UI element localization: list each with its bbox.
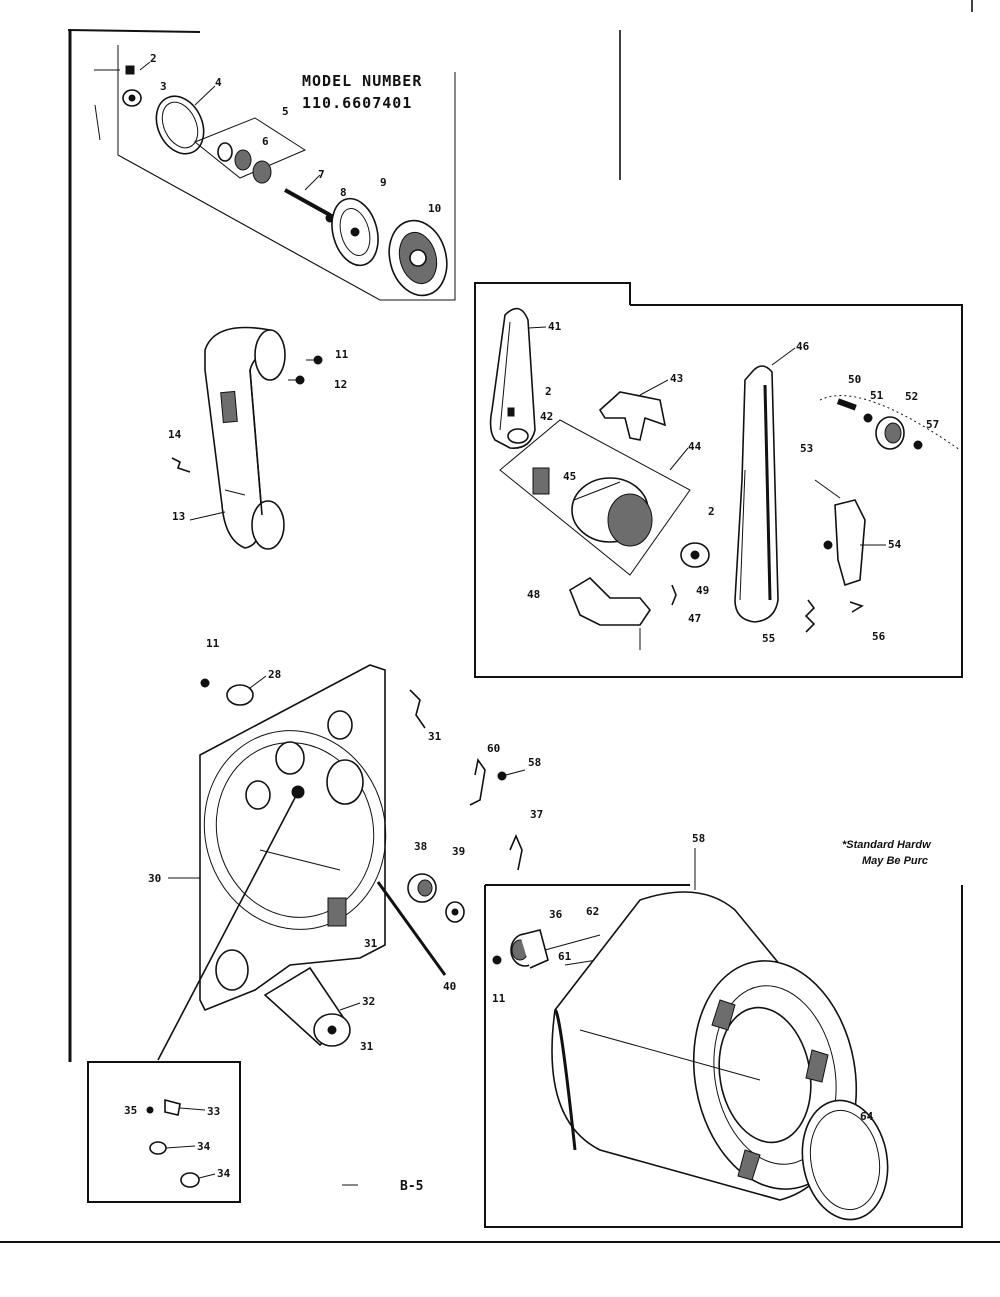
callout-14: 14 <box>168 428 182 441</box>
model-number-value: 110.6607401 <box>302 94 412 112</box>
callout-52: 52 <box>905 390 918 403</box>
duct-callouts: 11 12 14 13 <box>168 348 349 523</box>
callout-44: 44 <box>688 440 702 453</box>
callout-2: 2 <box>545 385 552 398</box>
callout-48: 48 <box>527 588 540 601</box>
callout-46: 46 <box>796 340 810 353</box>
detail-inset <box>87 1061 241 1203</box>
note-line-2: May Be Purc <box>862 855 928 867</box>
callout-30: 30 <box>148 872 161 885</box>
callout-62: 62 <box>586 905 599 918</box>
callout-60: 60 <box>487 742 500 755</box>
callout-13: 13 <box>172 510 185 523</box>
detail-callouts: 33 34 34 35 <box>124 1104 231 1180</box>
callout-36: 36 <box>549 908 563 921</box>
drum <box>551 891 889 1221</box>
callout-5: 5 <box>282 105 289 118</box>
bearing-callouts: 60 58 37 38 39 36 62 61 11 <box>414 742 599 1005</box>
callout-42: 42 <box>540 410 553 423</box>
blower-assembly <box>94 45 456 301</box>
callout-11: 11 <box>206 637 220 650</box>
rear-bulkhead <box>157 664 447 1061</box>
callout-34b: 34 <box>217 1167 231 1180</box>
callout-31b: 31 <box>364 937 378 950</box>
callout-58b: 58 <box>692 832 705 845</box>
callout-58: 58 <box>528 756 541 769</box>
drum-callouts: 58 64 <box>692 832 874 1123</box>
motor-callouts: 41 2 42 43 44 45 46 47 48 49 2 50 51 52 … <box>527 320 939 645</box>
callout-39: 39 <box>452 845 465 858</box>
callout-43: 43 <box>670 372 683 385</box>
motor-inset-frame <box>474 282 963 678</box>
callout-35: 35 <box>124 1104 137 1117</box>
callout-12: 12 <box>334 378 347 391</box>
motor-assembly <box>489 307 961 650</box>
drum-inset-frame <box>484 884 963 1228</box>
callout-45: 45 <box>563 470 576 483</box>
callout-31c: 31 <box>360 1040 374 1053</box>
callout-53: 53 <box>800 442 813 455</box>
callout-33: 33 <box>207 1105 220 1118</box>
exhaust-duct <box>171 326 323 550</box>
callout-31: 31 <box>428 730 442 743</box>
callout-2: 2 <box>150 52 157 65</box>
page-label: B-5 <box>400 1179 423 1194</box>
callout-7: 7 <box>318 168 325 181</box>
callout-49: 49 <box>696 584 709 597</box>
callout-3: 3 <box>160 80 167 93</box>
callout-56: 56 <box>872 630 886 643</box>
callout-50: 50 <box>848 373 861 386</box>
callout-64: 64 <box>860 1110 874 1123</box>
callout-47: 47 <box>688 612 701 625</box>
callout-51: 51 <box>870 389 884 402</box>
bulkhead-callouts: 11 28 31 30 31 32 31 40 <box>148 637 456 1053</box>
callout-41: 41 <box>548 320 562 333</box>
callout-11b: 11 <box>492 992 506 1005</box>
callout-38: 38 <box>414 840 427 853</box>
model-number-block: MODEL NUMBER 110.6607401 <box>302 72 422 112</box>
callout-9: 9 <box>380 176 387 189</box>
page-footer: B-5 <box>342 1179 423 1194</box>
callout-34: 34 <box>197 1140 211 1153</box>
hardware-note: *Standard Hardw May Be Purc <box>842 839 932 867</box>
model-number-label: MODEL NUMBER <box>302 72 422 90</box>
page-frame <box>0 0 1000 1243</box>
note-line-1: *Standard Hardw <box>842 839 932 851</box>
callout-57: 57 <box>926 418 939 431</box>
callout-37: 37 <box>530 808 543 821</box>
callout-55: 55 <box>762 632 775 645</box>
callout-11: 11 <box>335 348 349 361</box>
callout-28: 28 <box>268 668 281 681</box>
callout-2b: 2 <box>708 505 715 518</box>
callout-40: 40 <box>443 980 456 993</box>
blower-callouts: 2 3 4 5 6 7 8 9 10 <box>139 52 441 215</box>
callout-8: 8 <box>340 186 347 199</box>
callout-10: 10 <box>428 202 441 215</box>
bearing-parts <box>407 758 611 969</box>
callout-4: 4 <box>215 76 222 89</box>
callout-61: 61 <box>558 950 572 963</box>
callout-6: 6 <box>262 135 269 148</box>
callout-54: 54 <box>888 538 902 551</box>
callout-32: 32 <box>362 995 375 1008</box>
